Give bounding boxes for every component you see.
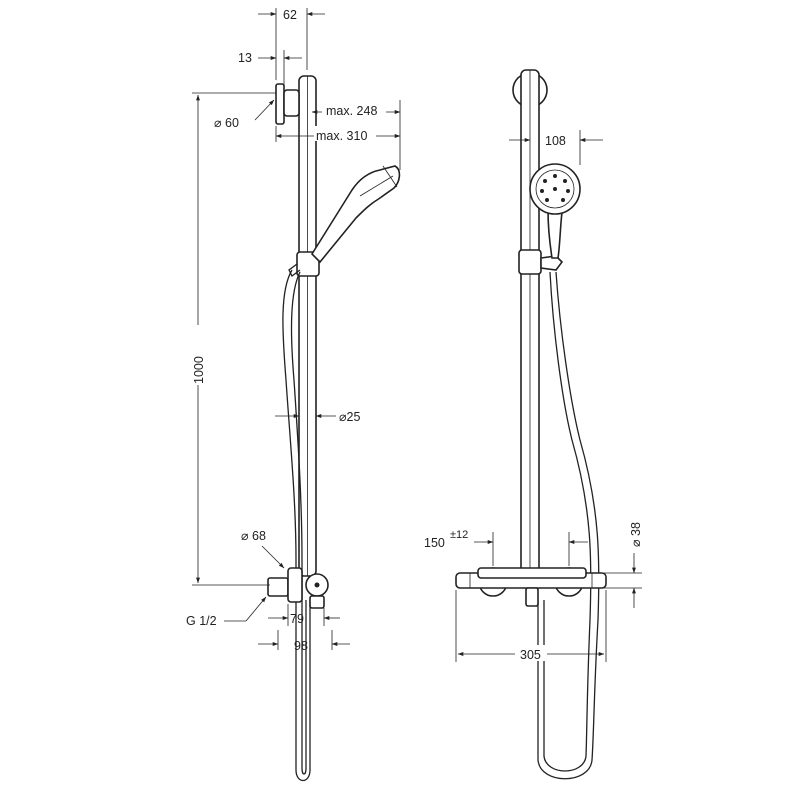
dim-diameter-38-label: ⌀ 38 <box>629 522 643 547</box>
dim-diameter-60-label: ⌀ 60 <box>214 116 239 130</box>
dim-305: 305 <box>455 590 607 662</box>
dim-thread-label: G 1/2 <box>186 614 217 628</box>
dim-diameter-38: ⌀ 38 <box>604 522 643 608</box>
thermostat-body <box>455 567 607 607</box>
dim-diameter-60: ⌀ 60 <box>214 99 275 130</box>
riser-rail <box>298 75 317 577</box>
riser-rail-front <box>520 69 540 576</box>
dim-max-248-label: max. 248 <box>326 104 377 118</box>
front-view: 108 150 ±12 ⌀ 38 305 <box>424 69 643 780</box>
dim-13: 13 <box>238 50 302 86</box>
dim-150-label: 150 <box>424 536 445 550</box>
dim-diameter-68: ⌀ 68 <box>241 529 285 569</box>
shower-hose-front <box>537 271 600 780</box>
dim-1000-label: 1000 <box>192 356 206 384</box>
dim-diameter-25: ⌀25 <box>275 410 360 424</box>
dim-62-label: 62 <box>283 8 297 22</box>
dim-62: 62 <box>258 8 325 80</box>
dim-thread: G 1/2 <box>186 596 267 628</box>
thermostat-valve <box>267 567 329 609</box>
dim-13-label: 13 <box>238 51 252 65</box>
dim-max-310-label: max. 310 <box>316 129 367 143</box>
dim-max-248: max. 248 <box>311 100 401 170</box>
wall-bracket-top <box>275 83 300 125</box>
dim-max-310: max. 310 <box>275 126 401 143</box>
dim-tolerance-label: ±12 <box>450 529 468 541</box>
dim-diameter-68-label: ⌀ 68 <box>241 529 266 543</box>
dim-98: 98 <box>258 630 350 653</box>
shower-hose <box>282 269 311 782</box>
slider-holder <box>288 251 320 277</box>
dim-98-label: 98 <box>294 639 308 653</box>
dim-150: 150 ±12 <box>424 529 588 566</box>
hand-shower <box>310 165 401 264</box>
dim-79-label: 79 <box>290 612 304 626</box>
side-view: 62 13 ⌀ 60 max. 248 max. 310 <box>186 8 401 782</box>
dim-diameter-25-label: ⌀25 <box>339 410 360 424</box>
dim-1000: 1000 <box>190 92 276 586</box>
dim-108: 108 <box>509 130 603 165</box>
hand-shower-front <box>529 163 581 259</box>
dim-108-label: 108 <box>545 134 566 148</box>
dim-79: 79 <box>268 604 340 626</box>
dim-305-label: 305 <box>520 648 541 662</box>
